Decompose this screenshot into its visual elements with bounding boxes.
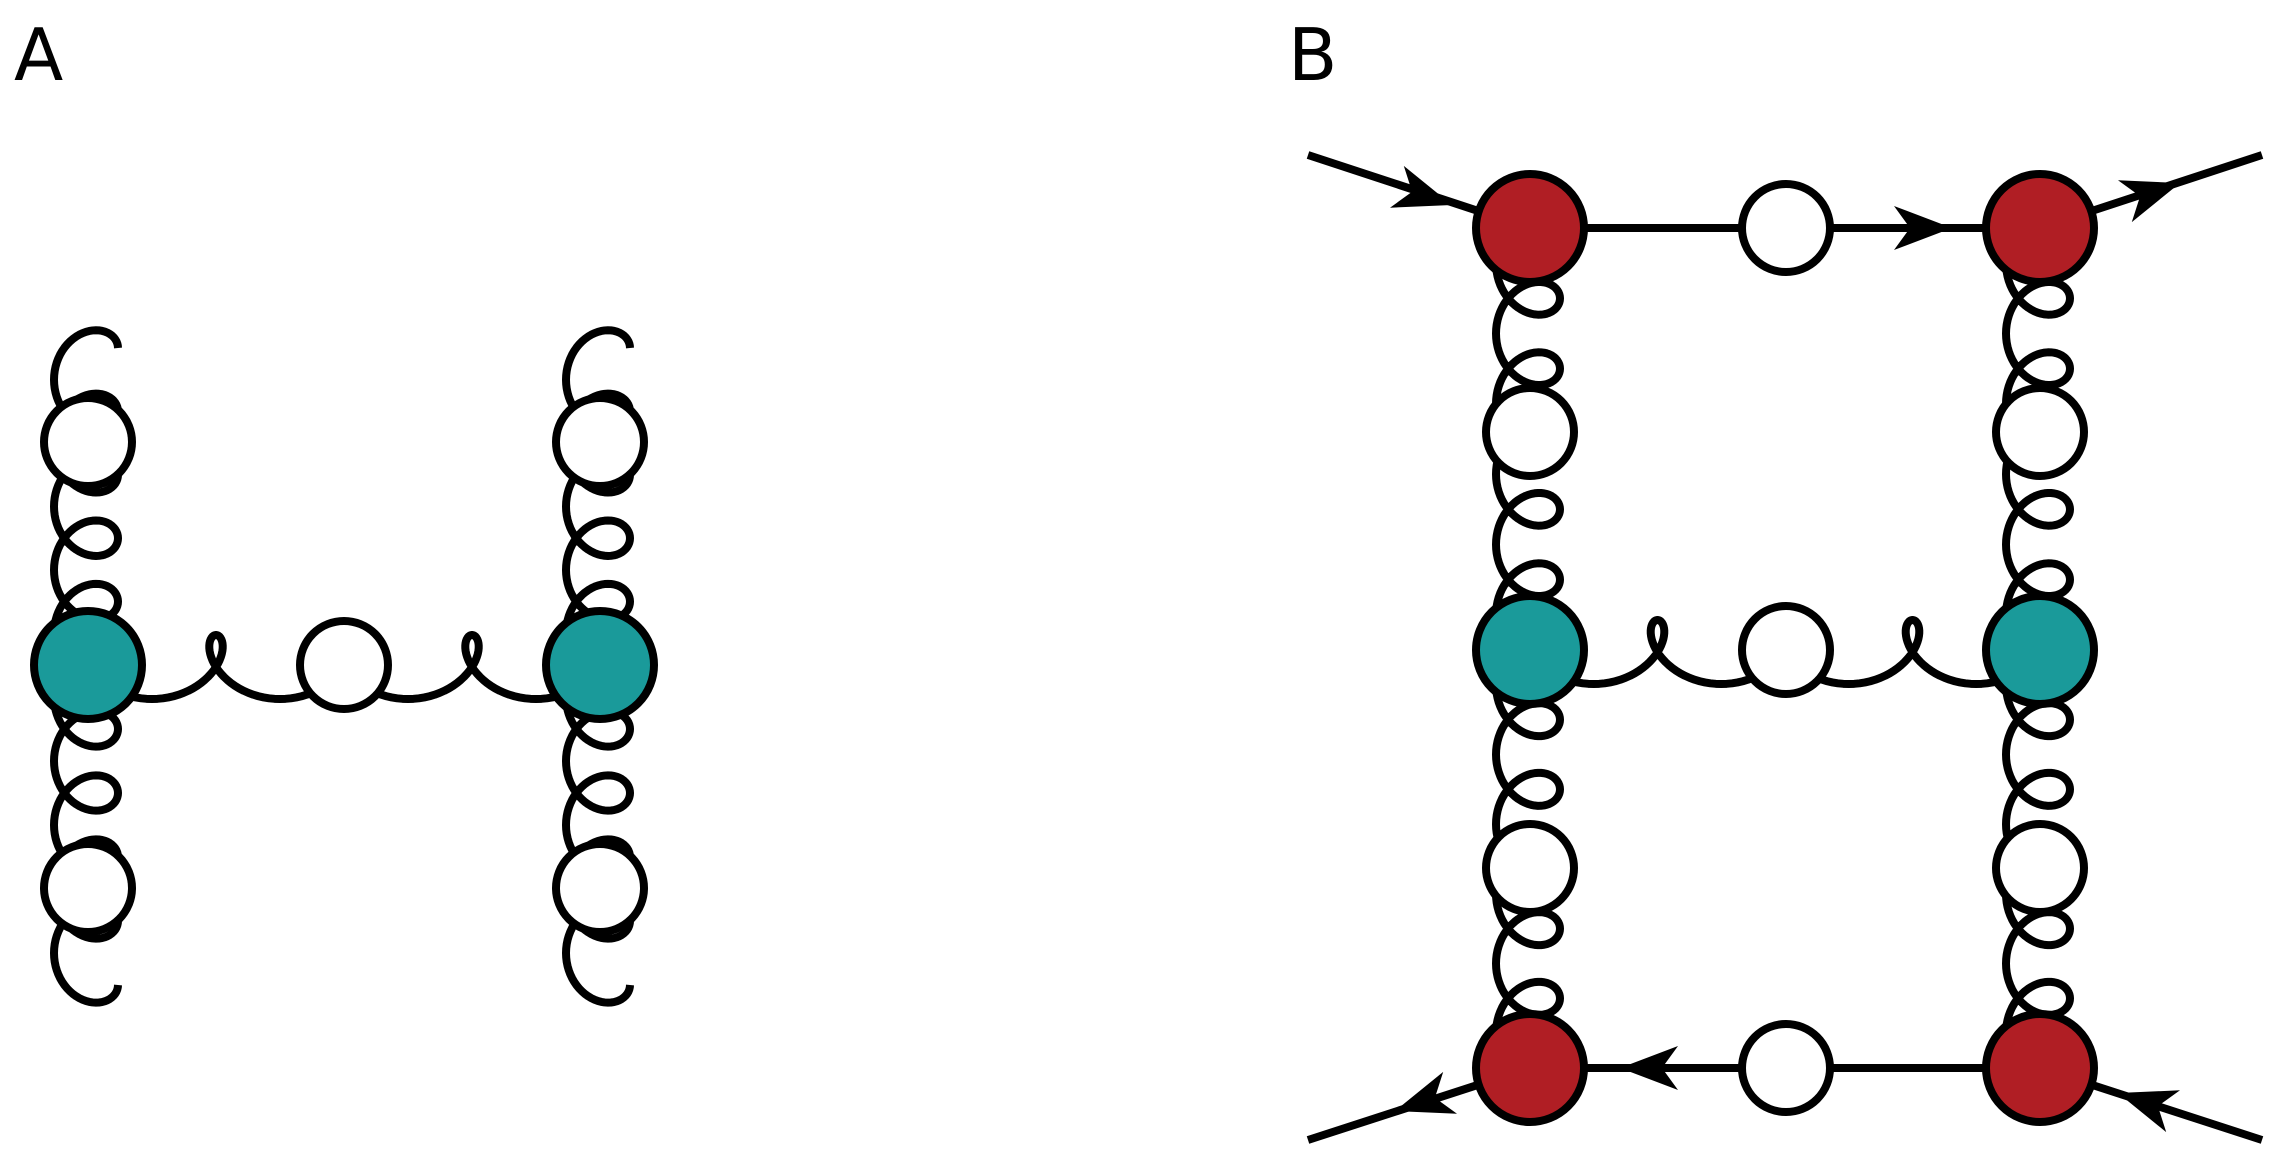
a-right-lower-loop: [552, 840, 648, 936]
panel-b-diagram: [1306, 151, 2264, 1144]
b-incoming-bottom-arrow: [2118, 1090, 2180, 1133]
b-mid-right-vertex: [1982, 592, 2098, 708]
b-outgoing-bottom-arrow: [1395, 1071, 1457, 1114]
a-left-lower-loop: [40, 840, 136, 936]
panel-b-arrowheads: [1390, 165, 2180, 1133]
panel-b-self-energy-blobs: [1482, 180, 2088, 1116]
b-top-right-vertex: [1982, 170, 2098, 286]
b-left-lower-loop: [1482, 820, 1578, 916]
panel-a-self-energy-blobs: [40, 394, 648, 936]
b-outgoing-top-arrow: [2118, 180, 2180, 223]
panel-a-vertices: [30, 607, 658, 723]
panel-label-a: A: [14, 13, 63, 97]
panel-b-vertices: [1472, 170, 2098, 1126]
b-bottom-propagator-arrow: [1620, 1046, 1678, 1090]
b-right-upper-loop: [1992, 384, 2088, 480]
a-rung-loop: [296, 617, 392, 713]
b-bottom-left-vertex: [1472, 1010, 1588, 1126]
b-left-upper-loop: [1482, 384, 1578, 480]
b-bottom-right-vertex: [1982, 1010, 2098, 1126]
b-bottom-propagator-loop: [1738, 1020, 1834, 1116]
panel-label-b: B: [1288, 13, 1337, 97]
b-top-left-vertex: [1472, 170, 1588, 286]
b-rung-loop: [1738, 602, 1834, 698]
panel-a-diagram: [30, 326, 658, 1007]
b-top-propagator-loop: [1738, 180, 1834, 276]
a-left-vertex: [30, 607, 146, 723]
a-left-upper-loop: [40, 394, 136, 490]
b-mid-left-vertex: [1472, 592, 1588, 708]
b-incoming-top-arrow: [1390, 165, 1452, 208]
b-top-propagator-arrow: [1894, 206, 1952, 250]
a-right-upper-loop: [552, 394, 648, 490]
b-right-lower-loop: [1992, 820, 2088, 916]
a-right-vertex: [542, 607, 658, 723]
